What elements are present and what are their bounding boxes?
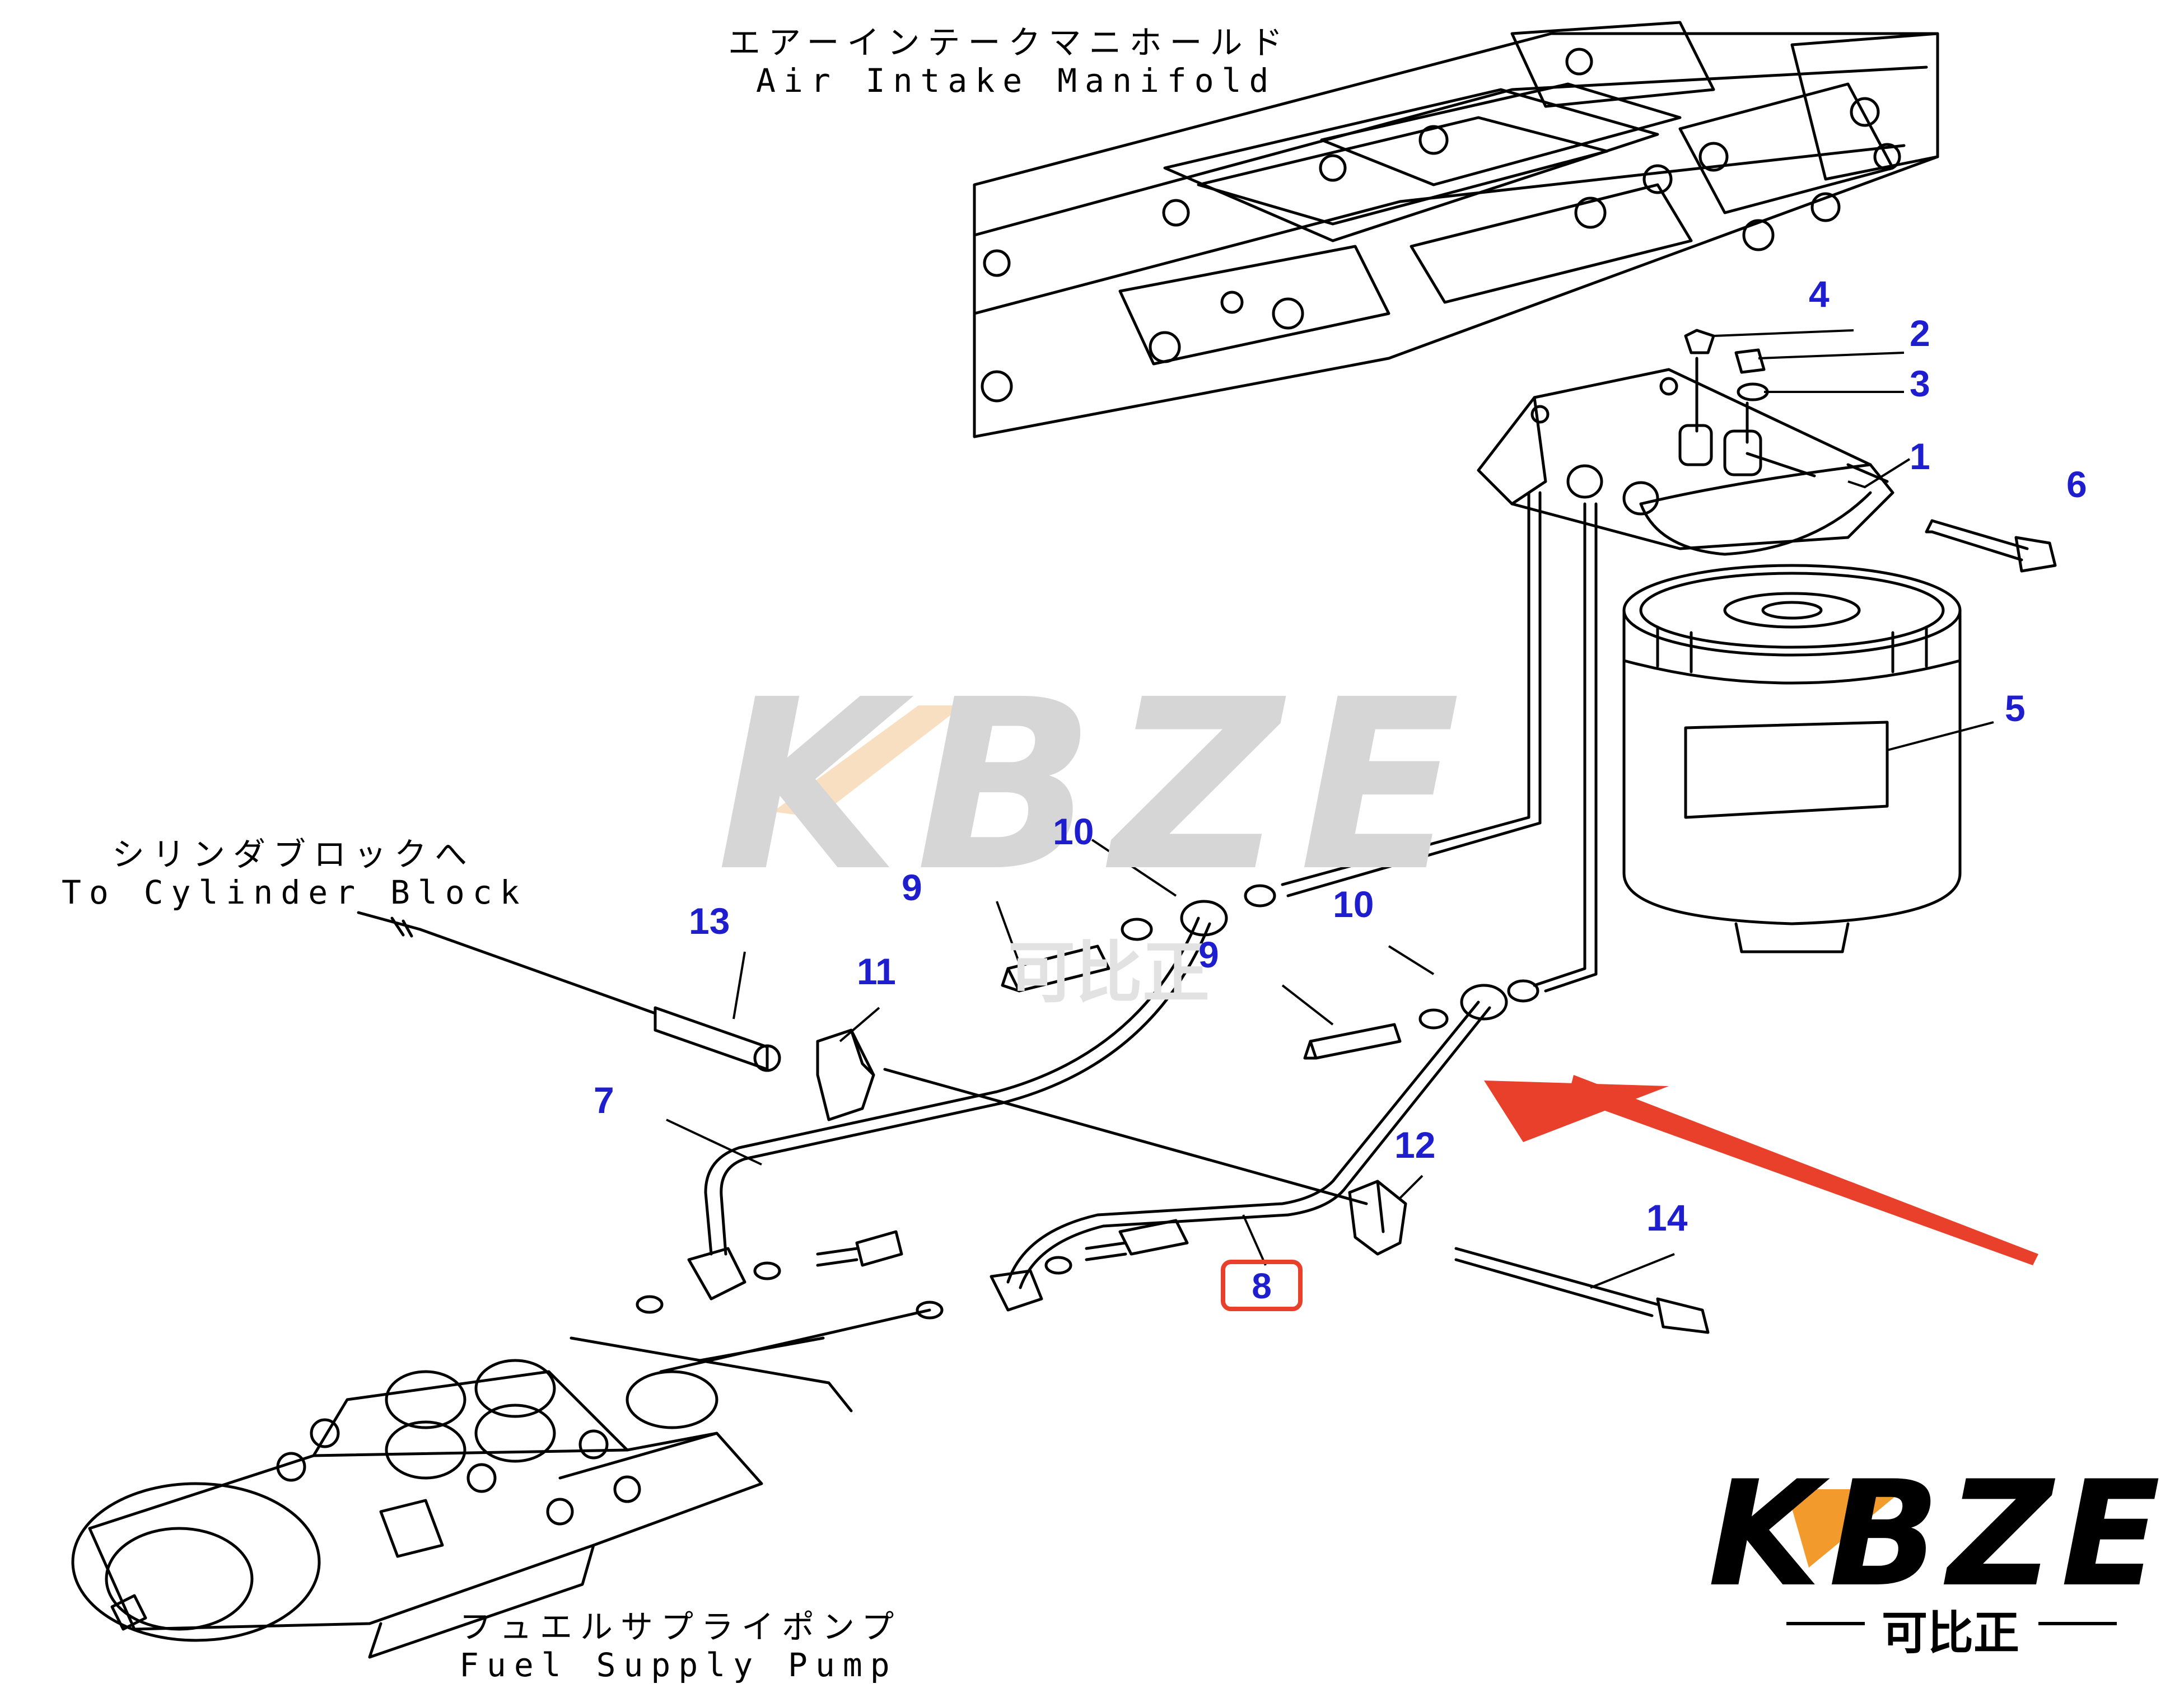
part-number-7: 7 <box>594 1079 614 1121</box>
bolt-6-drawing <box>1925 519 2057 573</box>
pump-label-en: Fuel Supply Pump <box>459 1646 898 1684</box>
filter-pipes-drawing <box>1281 491 1598 993</box>
part-number-12: 12 <box>1394 1124 1436 1166</box>
clamp-11-drawing <box>816 1028 1368 1205</box>
part-number-9b: 9 <box>1198 934 1219 975</box>
part-number-4: 4 <box>1809 273 1830 315</box>
red-pointer-arrow <box>1484 1075 2038 1265</box>
brand-logo-text: KBZE <box>1708 1450 2168 1619</box>
spacer-13-drawing <box>357 911 781 1072</box>
filter-head-drawing <box>1477 368 1894 556</box>
part-number-10b: 10 <box>1333 883 1374 925</box>
part-number-1: 1 <box>1910 436 1930 477</box>
bolt-14-drawing <box>1454 1247 1710 1334</box>
leader-lines <box>666 329 1994 1289</box>
part-number-14: 14 <box>1646 1197 1688 1238</box>
watermark-brand: KBZE <box>717 649 1477 923</box>
part-number-5: 5 <box>2005 688 2026 729</box>
clamp-12-drawing <box>1348 1180 1407 1256</box>
banjo-bolts-drawing <box>816 944 1402 1267</box>
fuel-supply-pump-drawing <box>71 1359 763 1659</box>
watermark-accent <box>773 705 963 817</box>
part-number-13: 13 <box>689 900 730 942</box>
cylinder-label-en: To Cylinder Block <box>62 873 528 911</box>
part-number-10a: 10 <box>1053 811 1094 852</box>
fuel-line-7-drawing <box>687 900 1228 1301</box>
bolt-washer-cap-drawing <box>1684 329 1769 444</box>
fuel-filter-drawing <box>1622 564 1962 953</box>
air-intake-manifold-drawing <box>973 21 1939 438</box>
washers-drawing <box>636 884 1539 1320</box>
part-number-9a: 9 <box>902 867 922 908</box>
joint-guides-drawing <box>570 1308 931 1413</box>
cylinder-label-jp: シリンダブロックへ <box>112 835 475 873</box>
pump-label-jp: フュエルサプライポンプ <box>459 1608 902 1646</box>
brand-logo-cn: 可比正 <box>1882 1607 2020 1660</box>
air-intake-label-jp: エアーインテークマニホールド <box>728 24 1291 62</box>
watermark-cn: 可比正 <box>1008 934 1210 1012</box>
part-number-3: 3 <box>1910 363 1930 404</box>
part-number-2: 2 <box>1910 312 1930 354</box>
part-number-6: 6 <box>2066 464 2087 505</box>
highlighted-part-number-8: 8 <box>1221 1260 1303 1311</box>
part-number-11: 11 <box>857 951 896 992</box>
air-intake-label-en: Air Intake Manifold <box>756 62 1277 100</box>
logo-accent <box>1786 1489 1904 1568</box>
